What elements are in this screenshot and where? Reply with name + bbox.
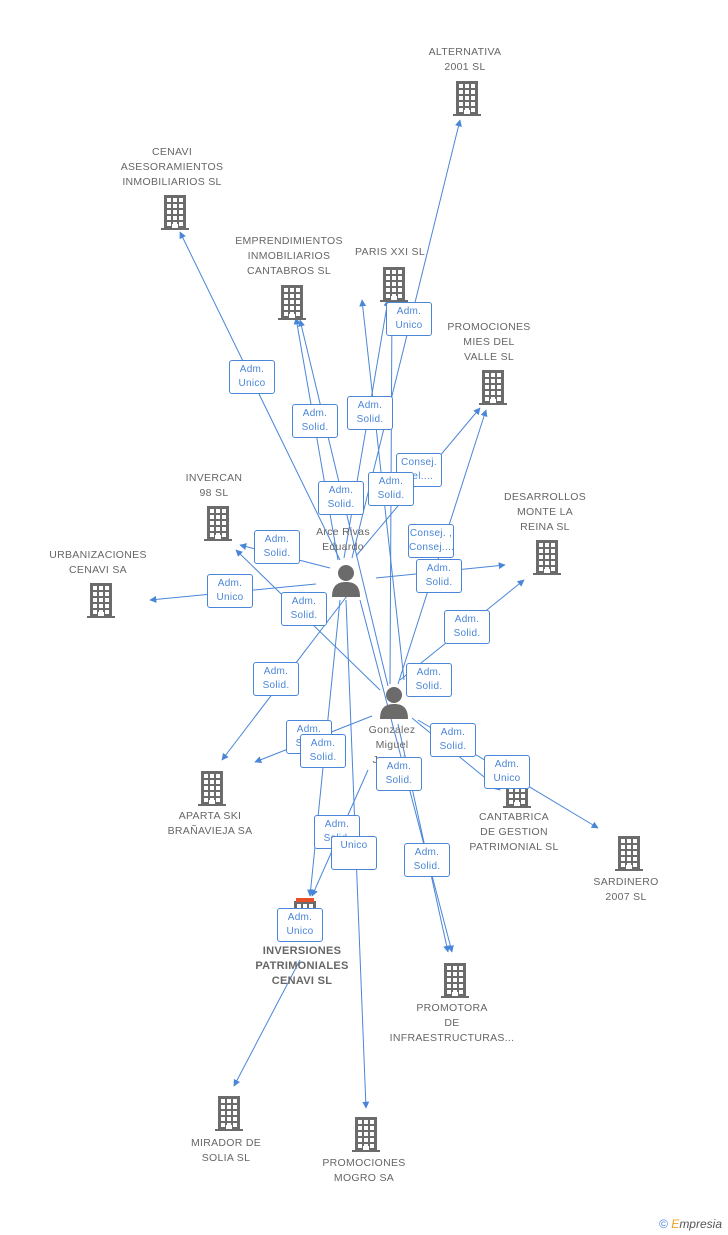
- relation-badge[interactable]: Consej. , Consej....: [408, 524, 454, 558]
- company-icon-paris[interactable]: [377, 266, 411, 302]
- relation-badge[interactable]: Adm. Solid.: [292, 404, 338, 438]
- relation-badge[interactable]: Adm. Solid.: [254, 530, 300, 564]
- relation-badge[interactable]: Adm. Unico: [277, 908, 323, 942]
- company-icon-alternativa[interactable]: [450, 80, 484, 116]
- relation-badge[interactable]: Adm. Solid.: [444, 610, 490, 644]
- company-icon-mies[interactable]: [476, 369, 510, 405]
- relation-badge[interactable]: Adm. Solid.: [281, 592, 327, 626]
- company-label-inversiones[interactable]: INVERSIONES PATRIMONIALES CENAVI SL: [255, 945, 349, 987]
- company-icon-invercan[interactable]: [201, 505, 235, 541]
- person-icon-gonzalez[interactable]: [378, 685, 410, 719]
- edge-line-1: [293, 317, 339, 561]
- relation-badge[interactable]: Adm. Solid.: [416, 559, 462, 593]
- company-label-mirador[interactable]: MIRADOR DE SOLIA SL: [190, 1137, 262, 1164]
- relation-badge[interactable]: Consej. Del....: [396, 453, 442, 487]
- person-icon-arce[interactable]: [330, 563, 362, 597]
- company-icon-sardinero[interactable]: [612, 835, 646, 871]
- company-label-mogro[interactable]: PROMOCIONES MOGRO SA: [322, 1157, 406, 1184]
- company-label-cantabrica[interactable]: CANTABRICA DE GESTION PATRIMONIAL SL: [469, 811, 559, 853]
- relation-badge[interactable]: Adm. Solid.: [318, 481, 364, 515]
- copyright-symbol: ©: [659, 1217, 668, 1231]
- person-label-arce[interactable]: Arce Rivas Eduardo: [316, 526, 370, 553]
- company-label-desarrollos[interactable]: DESARROLLOS MONTE LA REINA SL: [503, 491, 587, 533]
- company-icon-promotora[interactable]: [438, 962, 472, 998]
- relation-badge[interactable]: Adm. Solid.: [253, 662, 299, 696]
- relation-badge[interactable]: Adm. Solid.: [404, 843, 450, 877]
- relation-badge[interactable]: Adm. Unico: [229, 360, 275, 394]
- empresia-watermark[interactable]: © Empresia: [659, 1217, 722, 1231]
- relation-badge[interactable]: Adm. Solid.: [368, 472, 414, 506]
- relation-badge[interactable]: Adm. Solid.: [300, 734, 346, 768]
- company-icon-desarrollos[interactable]: [530, 539, 564, 575]
- relation-badge[interactable]: Adm. Solid.: [406, 663, 452, 697]
- relation-badge[interactable]: Adm. Unico: [207, 574, 253, 608]
- company-label-urbanizaciones[interactable]: URBANIZACIONES CENAVI SA: [49, 549, 147, 576]
- company-label-invercan[interactable]: INVERCAN 98 SL: [185, 472, 243, 499]
- company-label-paris[interactable]: PARIS XXI SL: [355, 246, 425, 258]
- relation-badge[interactable]: Adm. Unico: [386, 302, 432, 336]
- relation-badge[interactable]: Unico: [331, 836, 377, 870]
- company-icon-aparta[interactable]: [195, 770, 229, 806]
- relation-badge[interactable]: Adm. Unico: [484, 755, 530, 789]
- company-label-alternativa[interactable]: ALTERNATIVA 2001 SL: [428, 46, 502, 73]
- edge-line-22: [233, 959, 301, 1087]
- company-icon-emprendimientos[interactable]: [275, 284, 309, 320]
- company-label-emprendimientos[interactable]: EMPRENDIMIENTOS INMOBILIARIOS CANTABROS …: [235, 235, 343, 277]
- company-icon-cenavi_aseso[interactable]: [158, 194, 192, 230]
- company-label-aparta[interactable]: APARTA SKI BRAÑAVIEJA SA: [167, 810, 253, 837]
- company-label-cenavi_aseso[interactable]: CENAVI ASESORAMIENTOS INMOBILIARIOS SL: [120, 146, 224, 188]
- company-icon-mogro[interactable]: [349, 1116, 383, 1152]
- edge-line-0: [179, 231, 341, 561]
- brand-logo: Empresia: [671, 1217, 722, 1231]
- company-label-mies[interactable]: PROMOCIONES MIES DEL VALLE SL: [447, 321, 531, 363]
- company-icon-urbanizaciones[interactable]: [84, 582, 118, 618]
- relation-badge[interactable]: Adm. Solid.: [430, 723, 476, 757]
- company-label-promotora[interactable]: PROMOTORA DE INFRAESTRUCTURAS...: [389, 1002, 515, 1044]
- company-icon-mirador[interactable]: [212, 1095, 246, 1131]
- relation-badge[interactable]: Adm. Solid.: [347, 396, 393, 430]
- company-label-sardinero[interactable]: SARDINERO 2007 SL: [593, 876, 659, 903]
- relation-badge[interactable]: Adm. Solid.: [376, 757, 422, 791]
- focus-marker: [296, 898, 314, 902]
